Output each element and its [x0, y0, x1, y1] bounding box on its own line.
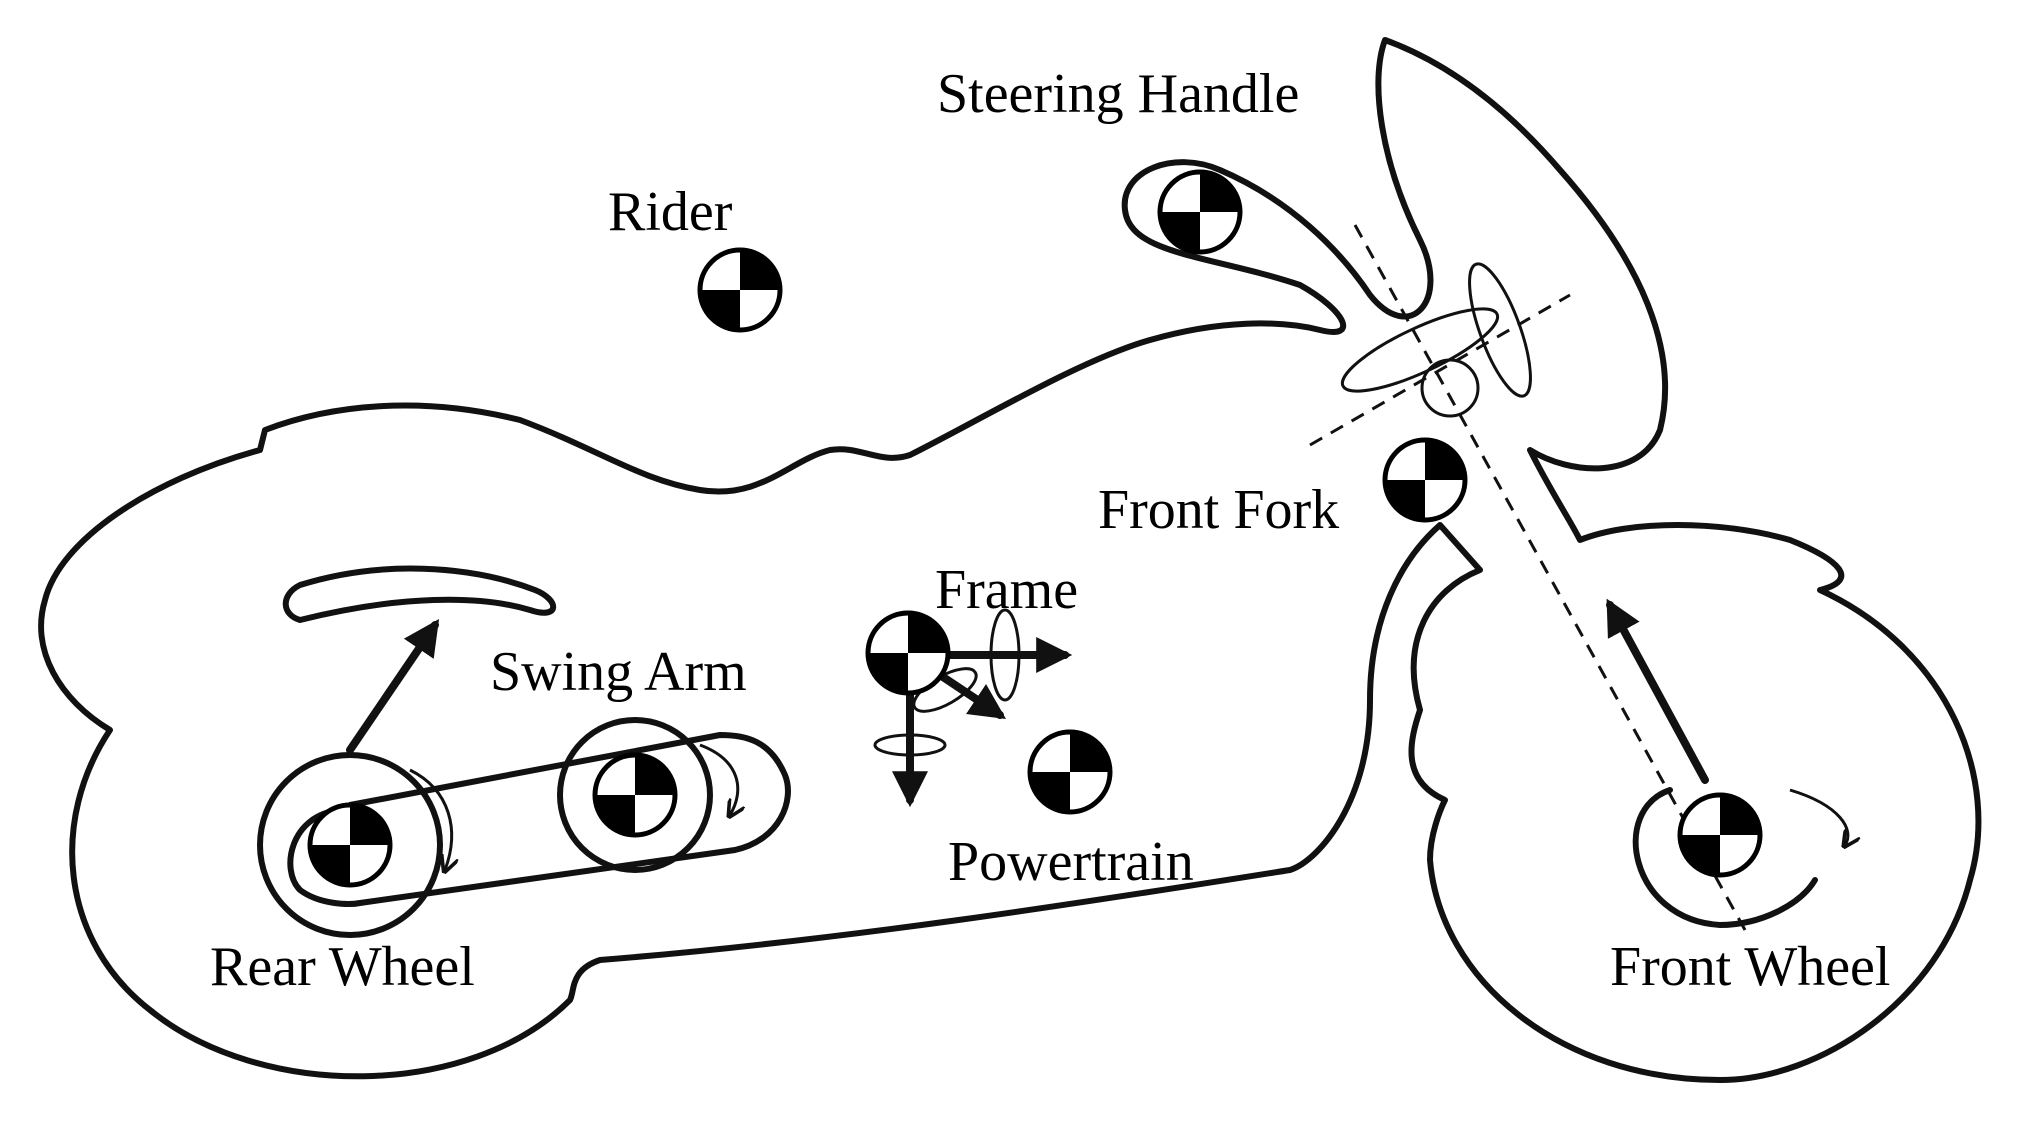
rider-label: Rider [608, 181, 733, 243]
powertrain-center-of-mass-icon [1030, 732, 1110, 812]
front-fork-center-of-mass-icon [1385, 440, 1465, 520]
steering-handle-label: Steering Handle [937, 63, 1299, 125]
rear-wheel-label: Rear Wheel [210, 936, 475, 998]
rear-fender-cut [282, 565, 557, 623]
front-wheel-hub-ring [1632, 787, 1818, 928]
swing-arm-label: Swing Arm [490, 641, 747, 703]
front-wheel-center-of-mass-icon [1680, 795, 1760, 875]
rear-wheel-rotation-arrow [409, 768, 452, 870]
motorcycle-body-outline [38, 37, 1982, 1083]
swing-arm-pivot-ring [557, 717, 713, 873]
fork-cross-axis-line [1309, 293, 1571, 447]
swing-arm-rotation-arrow [699, 743, 738, 815]
front-wheel-translation-arrow [1606, 598, 1709, 784]
swing-arm-body [287, 732, 791, 907]
rider-center-of-mass-icon [700, 250, 780, 330]
rear-wheel-translation-arrow [346, 619, 440, 754]
rear-wheel-center-of-mass-icon [310, 805, 390, 885]
frame-yaw-rotation-ellipse [873, 733, 947, 757]
front-fork-label: Front Fork [1098, 479, 1339, 541]
rear-wheel-hub-ring [257, 752, 443, 938]
front-wheel-label: Front Wheel [1610, 936, 1890, 998]
frame-roll-rotation-ellipse [989, 608, 1021, 702]
swing-arm-center-of-mass-icon [595, 755, 675, 835]
steering-rotation-ellipse-vertical [1468, 262, 1532, 398]
steering-pivot-circle [1420, 358, 1480, 418]
frame-center-of-mass-icon [868, 613, 948, 693]
front-wheel-rotation-arrow [1789, 788, 1848, 845]
powertrain-label: Powertrain [948, 831, 1194, 893]
steering-handle-center-of-mass-icon [1160, 172, 1240, 252]
frame-label: Frame [935, 559, 1078, 621]
